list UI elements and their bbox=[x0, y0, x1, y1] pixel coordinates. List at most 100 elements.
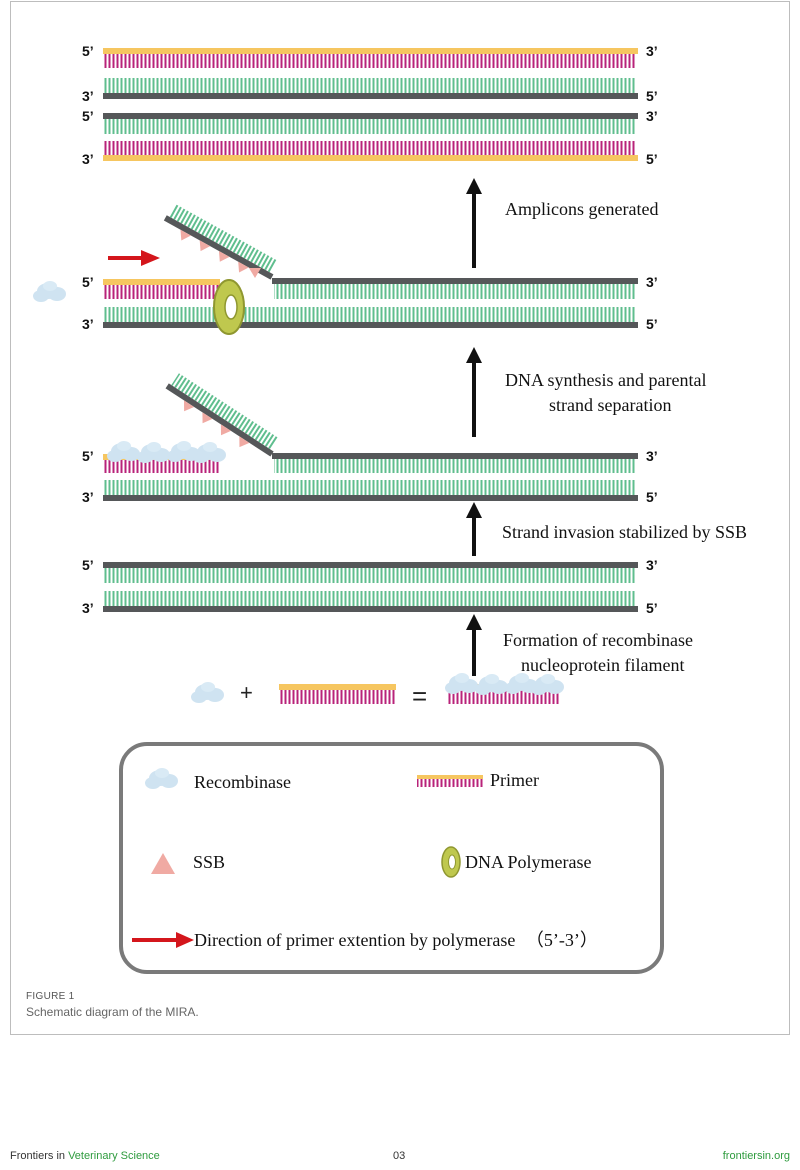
recombinase-cloud-icon bbox=[137, 442, 170, 463]
ssb-triangle-icon bbox=[151, 853, 175, 874]
caption-text: Schematic diagram of the MIRA. bbox=[26, 1005, 199, 1019]
new-strand-teeth bbox=[103, 285, 219, 299]
parent-strand-teeth bbox=[103, 591, 635, 606]
parent-strand-teeth bbox=[103, 568, 635, 583]
legend-direction-suffix: （5’-3’） bbox=[526, 930, 598, 950]
journal-name: Frontiers in Veterinary Science bbox=[10, 1150, 160, 1162]
end-label-5: 5’ bbox=[646, 489, 658, 505]
displaced-teeth bbox=[171, 373, 278, 450]
figure-frame bbox=[10, 1, 790, 1035]
plus-sign: + bbox=[240, 680, 253, 705]
end-label-3: 3’ bbox=[646, 43, 658, 59]
primer-strand-icon bbox=[417, 779, 483, 787]
recombinase-cloud-icon bbox=[445, 673, 478, 694]
end-label-3: 3’ bbox=[646, 557, 658, 573]
recombinase-cloud-icon bbox=[475, 674, 508, 695]
parent-backbone bbox=[272, 453, 638, 459]
primer-backbone bbox=[103, 155, 638, 161]
figure-caption: FIGURE 1 Schematic diagram of the MIRA. bbox=[26, 991, 199, 1019]
filament-equation: + = bbox=[191, 673, 564, 711]
parent-strand-teeth bbox=[103, 78, 635, 93]
legend-direction-text: Direction of primer extention by polymer… bbox=[194, 930, 515, 950]
legend-box bbox=[119, 742, 664, 974]
step-label-formation-1: Formation of recombinase bbox=[503, 630, 693, 650]
end-label-5: 5’ bbox=[646, 316, 658, 332]
polymerase-ring-icon bbox=[213, 279, 245, 335]
end-label-5: 5’ bbox=[82, 274, 94, 290]
invasion-duplex: 5’ 3’ 3’ 5’ bbox=[82, 373, 658, 505]
page-number: 03 bbox=[393, 1150, 406, 1162]
ssb-triangle-icon bbox=[249, 268, 261, 278]
recombinase-cloud-icon bbox=[107, 441, 140, 462]
step-label-formation-2: nucleoprotein filament bbox=[521, 655, 684, 675]
amplicon-duplexes: 5’ 3’ 3’ 5’ 5’ 3’ 3’ 5’ bbox=[82, 43, 658, 167]
target-duplex: 5’ 3’ 3’ 5’ bbox=[82, 557, 658, 616]
end-label-5: 5’ bbox=[82, 43, 94, 59]
mira-diagram: 5’ 3’ 3’ 5’ 5’ 3’ 3’ 5’ Amplicons genera… bbox=[33, 43, 747, 974]
new-strand-teeth bbox=[103, 460, 219, 473]
recombinase-cloud-icon bbox=[531, 674, 564, 695]
end-label-5: 5’ bbox=[82, 448, 94, 464]
end-label-3: 3’ bbox=[82, 151, 94, 167]
page-footer: Frontiers in Veterinary Science 03 front… bbox=[0, 1150, 800, 1166]
ssb-triangle-icon bbox=[218, 251, 230, 262]
parent-backbone bbox=[103, 562, 638, 568]
legend: Recombinase Primer SSB DNA Polymerase Di… bbox=[119, 742, 664, 974]
parent-strand-teeth bbox=[274, 284, 635, 299]
ssb-triangle-icon bbox=[202, 412, 213, 424]
end-label-3: 3’ bbox=[646, 108, 658, 124]
red-arrow-icon bbox=[176, 932, 194, 948]
step-label-amplicons: Amplicons generated bbox=[505, 199, 658, 219]
synthesis-duplex: 5’ 3’ 3’ 5’ bbox=[33, 203, 658, 335]
legend-recombinase-label: Recombinase bbox=[194, 772, 291, 792]
legend-primer-label: Primer bbox=[490, 770, 539, 790]
ssb-triangle-icon bbox=[239, 436, 250, 448]
end-label-3: 3’ bbox=[646, 448, 658, 464]
new-strand-teeth bbox=[103, 141, 635, 155]
ssb-triangle-icon bbox=[180, 229, 191, 241]
website-link[interactable]: frontiersin.org bbox=[722, 1150, 790, 1162]
step-label-synthesis-2: strand separation bbox=[549, 395, 671, 415]
ssb-triangle-icon bbox=[238, 261, 249, 273]
primer-backbone bbox=[103, 279, 220, 285]
end-label-3: 3’ bbox=[82, 88, 94, 104]
end-label-5: 5’ bbox=[646, 151, 658, 167]
step-label-synthesis-1: DNA synthesis and parental bbox=[505, 370, 706, 390]
displaced-backbone bbox=[165, 383, 274, 457]
parent-backbone bbox=[103, 495, 638, 501]
parent-strand-teeth bbox=[103, 480, 635, 495]
parent-strand-teeth bbox=[103, 307, 635, 322]
equals-sign: = bbox=[412, 681, 427, 711]
parent-backbone bbox=[103, 93, 638, 99]
displaced-backbone bbox=[163, 215, 274, 280]
primer-backbone bbox=[279, 684, 396, 690]
end-label-3: 3’ bbox=[82, 316, 94, 332]
parent-backbone bbox=[103, 322, 638, 328]
new-strand-teeth bbox=[448, 690, 560, 704]
legend-ssb-label: SSB bbox=[193, 852, 225, 872]
end-label-5: 5’ bbox=[646, 88, 658, 104]
primer-backbone bbox=[103, 48, 638, 54]
parent-backbone bbox=[272, 278, 638, 284]
end-label-3: 3’ bbox=[82, 489, 94, 505]
figure-label: FIGURE 1 bbox=[26, 991, 75, 1002]
journal-title[interactable]: Veterinary Science bbox=[68, 1150, 160, 1162]
parent-backbone bbox=[103, 606, 638, 612]
end-label-5: 5’ bbox=[82, 557, 94, 573]
ssb-triangle-icon bbox=[199, 240, 211, 252]
legend-polymerase-label: DNA Polymerase bbox=[465, 852, 591, 872]
parent-strand-teeth bbox=[103, 119, 635, 134]
recombinase-cloud-icon bbox=[193, 442, 226, 463]
new-strand-teeth bbox=[103, 54, 635, 68]
journal-prefix: Frontiers in bbox=[10, 1150, 69, 1162]
end-label-5: 5’ bbox=[646, 600, 658, 616]
new-strand-teeth bbox=[280, 690, 395, 704]
legend-direction-label: Direction of primer extention by polymer… bbox=[194, 930, 598, 950]
step-label-invasion: Strand invasion stabilized by SSB bbox=[502, 522, 747, 542]
ssb-triangle-icon bbox=[183, 400, 195, 412]
end-label-3: 3’ bbox=[646, 274, 658, 290]
ssb-triangle-icon bbox=[220, 424, 231, 436]
primer-strand-icon bbox=[417, 775, 483, 779]
parent-backbone bbox=[103, 113, 638, 119]
displaced-teeth bbox=[168, 203, 277, 273]
